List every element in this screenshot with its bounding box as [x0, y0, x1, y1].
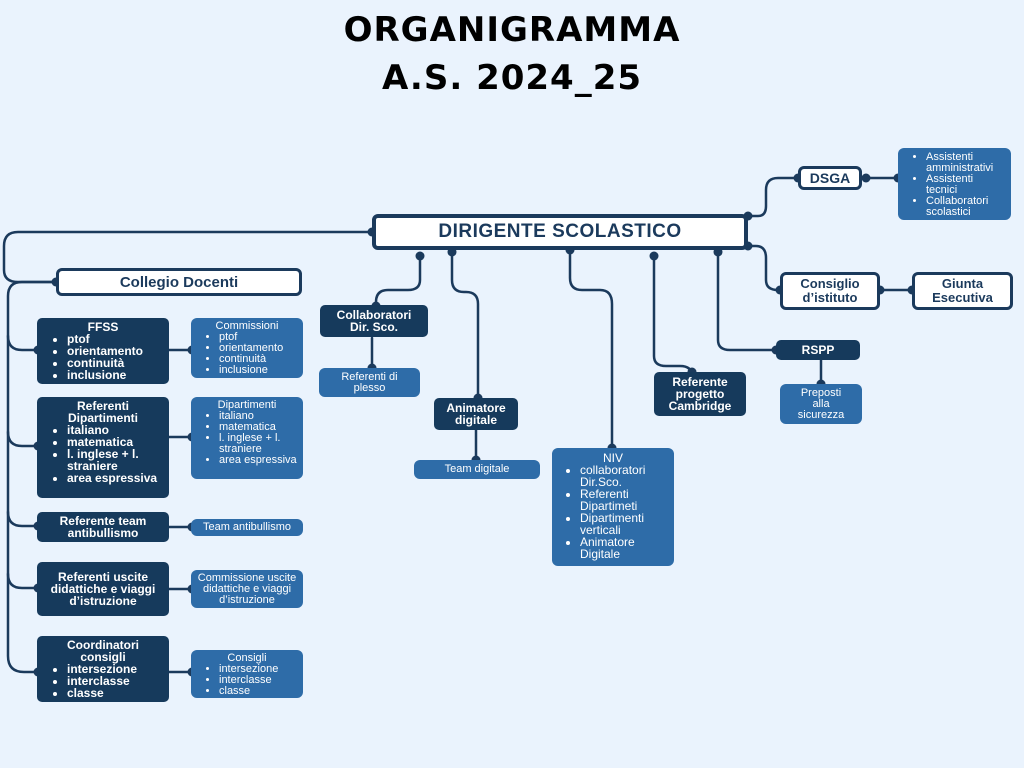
- animatore-digitale-box: Animatore digitale: [434, 398, 518, 430]
- referenti-uscite-label: Referenti uscite didattiche e viaggi d’i…: [50, 570, 156, 608]
- niv-list: collaboratori Dir.Sco. Referenti Diparti…: [558, 464, 668, 560]
- referente-cambridge-box: Referente progetto Cambridge: [654, 372, 746, 416]
- dsga-staff-box: Assistenti amministrativi Assistenti tec…: [898, 148, 1011, 220]
- page-title-line1: ORGANIGRAMMA: [343, 10, 681, 50]
- niv-head: NIV: [602, 451, 623, 465]
- dsga-staff-item: Assistenti amministrativi: [926, 152, 1005, 174]
- consigli-head: Consigli: [227, 652, 267, 664]
- niv-item: Referenti Dipartimeti: [580, 488, 668, 512]
- dsga-label: DSGA: [809, 170, 851, 186]
- referenti-dipartimenti-item: area espressiva: [67, 472, 161, 484]
- dsga-staff-item: Collaboratori scolastici: [926, 196, 1005, 218]
- referenti-dipartimenti-box: Referenti Dipartimenti italiano matemati…: [37, 397, 169, 498]
- dipartimenti-list: italiano matematica l. inglese + l. stra…: [197, 411, 297, 466]
- ffss-item: continuità: [67, 357, 161, 369]
- ffss-item: inclusione: [67, 369, 161, 381]
- preposti-sicurezza-label: Preposti alla sicurezza: [797, 386, 845, 421]
- rspp-label: RSPP: [801, 343, 835, 357]
- coordinatori-list: intersezione interclasse classe: [45, 663, 161, 699]
- dipartimenti-head: Dipartimenti: [217, 399, 277, 411]
- consigli-item: interclasse: [219, 675, 297, 686]
- consiglio-istituto-box: Consiglio d’istituto: [780, 272, 880, 310]
- referenti-dipartimenti-list: italiano matematica l. inglese + l. stra…: [45, 424, 161, 484]
- commissione-uscite-box: Commissione uscite didattiche e viaggi d…: [191, 570, 303, 608]
- coordinatori-head: Coordinatori consigli: [67, 638, 139, 664]
- dipartimenti-item: area espressiva: [219, 455, 297, 466]
- consiglio-istituto-label: Consiglio d’istituto: [800, 276, 860, 305]
- niv-item: collaboratori Dir.Sco.: [580, 464, 668, 488]
- commissioni-list: ptof orientamento continuità inclusione: [197, 332, 297, 376]
- niv-box: NIV collaboratori Dir.Sco. Referenti Dip…: [552, 448, 674, 566]
- commissione-uscite-label: Commissione uscite didattiche e viaggi d…: [197, 571, 297, 606]
- consigli-list: intersezione interclasse classe: [197, 664, 297, 697]
- team-antibullismo-label: Team antibullismo: [202, 521, 292, 533]
- referenti-dipartimenti-item: matematica: [67, 436, 161, 448]
- consigli-item: intersezione: [219, 664, 297, 675]
- coordinatori-item: intersezione: [67, 663, 161, 675]
- collaboratori-box: Collaboratori Dir. Sco.: [320, 305, 428, 337]
- animatore-digitale-label: Animatore digitale: [446, 401, 506, 427]
- referenti-dipartimenti-head: Referenti Dipartimenti: [67, 399, 138, 425]
- dipartimenti-item: italiano: [219, 411, 297, 422]
- dipartimenti-box: Dipartimenti italiano matematica l. ingl…: [191, 397, 303, 479]
- consigli-item: classe: [219, 686, 297, 697]
- commissioni-item: orientamento: [219, 343, 297, 354]
- giunta-esecutiva-label: Giunta Esecutiva: [932, 276, 993, 305]
- referenti-plesso-box: Referenti di plesso: [319, 368, 420, 397]
- dipartimenti-item: matematica: [219, 422, 297, 433]
- ffss-item: orientamento: [67, 345, 161, 357]
- referenti-uscite-box: Referenti uscite didattiche e viaggi d’i…: [37, 562, 169, 616]
- dirigente-scolastico-box: DIRIGENTE SCOLASTICO: [372, 214, 748, 250]
- commissioni-item: continuità: [219, 354, 297, 365]
- dsga-staff-item: Assistenti tecnici: [926, 174, 1005, 196]
- commissioni-item: inclusione: [219, 365, 297, 376]
- coordinatori-box: Coordinatori consigli intersezione inter…: [37, 636, 169, 702]
- commissioni-box: Commissioni ptof orientamento continuità…: [191, 318, 303, 378]
- ffss-item: ptof: [67, 333, 161, 345]
- dsga-box: DSGA: [798, 166, 862, 190]
- giunta-esecutiva-box: Giunta Esecutiva: [912, 272, 1013, 310]
- page-title-line2: A.S. 2024_25: [381, 58, 643, 98]
- collegio-docenti-label: Collegio Docenti: [119, 273, 239, 291]
- commissioni-head: Commissioni: [215, 320, 279, 332]
- coordinatori-item: interclasse: [67, 675, 161, 687]
- referente-cambridge-label: Referente progetto Cambridge: [668, 375, 732, 413]
- referenti-dipartimenti-item: l. inglese + l. straniere: [67, 448, 161, 472]
- collegio-docenti-box: Collegio Docenti: [56, 268, 302, 296]
- rspp-box: RSPP: [776, 340, 860, 360]
- dsga-staff-list: Assistenti amministrativi Assistenti tec…: [904, 152, 1005, 218]
- ffss-box: FFSS ptof orientamento continuità inclus…: [37, 318, 169, 384]
- referente-antibullismo-label: Referente team antibullismo: [59, 514, 147, 540]
- ffss-head: FFSS: [87, 320, 119, 334]
- referenti-dipartimenti-item: italiano: [67, 424, 161, 436]
- ffss-list: ptof orientamento continuità inclusione: [45, 333, 161, 381]
- team-antibullismo-box: Team antibullismo: [191, 519, 303, 536]
- team-digitale-label: Team digitale: [444, 463, 510, 475]
- preposti-sicurezza-box: Preposti alla sicurezza: [780, 384, 862, 424]
- commissioni-item: ptof: [219, 332, 297, 343]
- niv-item: Dipartimenti verticali: [580, 512, 668, 536]
- team-digitale-box: Team digitale: [414, 460, 540, 479]
- dipartimenti-item: l. inglese + l. straniere: [219, 433, 297, 455]
- consigli-box: Consigli intersezione interclasse classe: [191, 650, 303, 698]
- collaboratori-label: Collaboratori Dir. Sco.: [336, 308, 412, 334]
- referente-antibullismo-box: Referente team antibullismo: [37, 512, 169, 542]
- niv-item: Animatore Digitale: [580, 536, 668, 560]
- referenti-plesso-label: Referenti di plesso: [341, 370, 398, 394]
- coordinatori-item: classe: [67, 687, 161, 699]
- dirigente-scolastico-label: DIRIGENTE SCOLASTICO: [438, 221, 682, 242]
